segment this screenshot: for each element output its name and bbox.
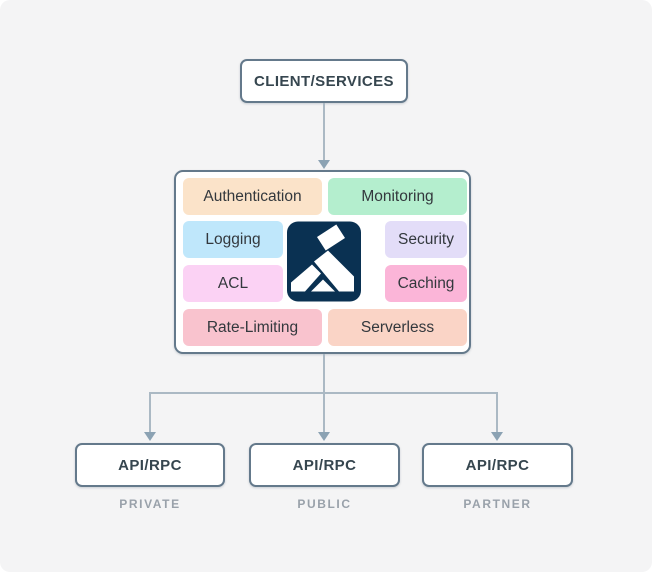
apisix-logo-icon	[287, 221, 361, 302]
gateway-node: Authentication Monitoring Logging Securi…	[174, 170, 471, 354]
api-rpc-node-partner: API/RPC	[422, 443, 573, 487]
feature-pill-monitoring: Monitoring	[328, 178, 467, 215]
arrowhead-partner-icon	[491, 432, 503, 441]
api-rpc-node-public: API/RPC	[249, 443, 400, 487]
api-rpc-node-private: API/RPC	[75, 443, 225, 487]
connector-drop-partner	[496, 392, 498, 432]
connector-client-gateway	[323, 103, 325, 160]
arrowhead-private-icon	[144, 432, 156, 441]
category-label-public: PUBLIC	[297, 497, 352, 511]
connector-branch-horizontal	[149, 392, 498, 394]
feature-pill-security: Security	[385, 221, 467, 258]
arrowhead-gateway-icon	[318, 160, 330, 169]
category-label-partner: PARTNER	[463, 497, 532, 511]
feature-pill-authentication: Authentication	[183, 178, 322, 215]
feature-pill-logging: Logging	[183, 221, 283, 258]
feature-pill-serverless: Serverless	[328, 309, 467, 346]
connector-drop-private	[149, 392, 151, 432]
client-services-node: CLIENT/SERVICES	[240, 59, 408, 103]
feature-pill-rate-limiting: Rate-Limiting	[183, 309, 322, 346]
feature-pill-caching: Caching	[385, 265, 467, 302]
category-label-private: PRIVATE	[119, 497, 181, 511]
feature-pill-acl: ACL	[183, 265, 283, 302]
arrowhead-public-icon	[318, 432, 330, 441]
